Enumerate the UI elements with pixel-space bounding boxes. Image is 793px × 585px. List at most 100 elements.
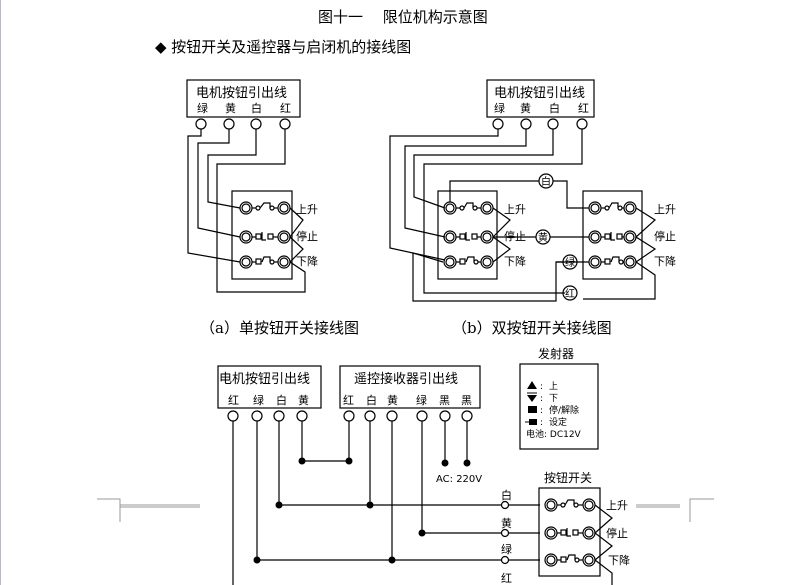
switch-box-b-right xyxy=(582,190,643,280)
switch-row xyxy=(443,201,494,215)
square-icon xyxy=(528,406,537,413)
wire-label: 红 xyxy=(578,102,589,115)
switch-label-up: 上升 xyxy=(654,203,676,216)
wire-label: 黄 xyxy=(520,101,531,115)
transmitter: 发射器 : 上 : 下 : 停/解除 : 设定 电池: DC12V xyxy=(519,346,599,450)
switch-row xyxy=(588,230,637,244)
caption-b: （b）双按钮开关接线图 xyxy=(452,319,612,337)
terminal xyxy=(547,118,559,130)
lead-box-a xyxy=(186,79,301,118)
junction-label: 红 xyxy=(565,287,575,300)
switch-label-down: 下降 xyxy=(296,254,318,268)
junction-label: 黄 xyxy=(538,231,548,244)
wire-label: 绿 xyxy=(197,101,208,115)
switch-box-b-left xyxy=(437,190,498,280)
wire-label: 红 xyxy=(280,102,291,115)
wire-label: 黄 xyxy=(387,393,398,407)
svg-text::: : xyxy=(540,382,543,392)
switch-row xyxy=(443,255,494,269)
switch-label-up: 上升 xyxy=(606,499,628,512)
wire-label: 红 xyxy=(228,394,239,407)
switch-label-down: 下降 xyxy=(504,254,526,268)
switch-box-title: 按钮开关 xyxy=(544,470,592,485)
terminal xyxy=(250,118,262,130)
down-triangle-icon xyxy=(527,395,537,402)
caption-a: （a）单按钮开关接线图 xyxy=(200,319,359,337)
svg-text::: : xyxy=(540,406,543,416)
page-edge xyxy=(0,0,1,585)
terminal xyxy=(520,118,532,130)
switch-row xyxy=(239,230,291,244)
switch-box-c xyxy=(538,487,601,577)
switch-label-down: 下降 xyxy=(654,254,676,268)
svg-text::: : xyxy=(540,418,543,428)
up-triangle-icon xyxy=(527,381,537,389)
switch-label-stop: 停止 xyxy=(654,229,676,243)
terminal xyxy=(195,118,207,130)
figure-title: 图十一 限位机构示意图 xyxy=(318,8,488,26)
dash-square-icon xyxy=(529,419,537,425)
switch-label-stop: 停止 xyxy=(296,229,318,243)
lead-box-b xyxy=(486,79,595,118)
terminal xyxy=(576,118,588,130)
junction-label: 白 xyxy=(541,175,551,188)
wire-label: 绿 xyxy=(416,393,427,407)
switch-row xyxy=(239,255,291,269)
junction-label: 绿 xyxy=(565,256,575,269)
switch-label-stop: 停止 xyxy=(504,229,526,243)
wire-label: 白 xyxy=(251,101,262,115)
receiver-lead-box xyxy=(339,365,481,409)
battery-label: 电池: DC12V xyxy=(526,428,582,440)
lead-box-a-title: 电机按钮引出线 xyxy=(196,86,287,101)
key-label: 设定 xyxy=(549,416,567,428)
wire-label: 白 xyxy=(366,393,377,407)
switch-row xyxy=(443,230,494,244)
motor-box-title: 电机按钮引出线 xyxy=(219,372,310,387)
terminal-label: 绿 xyxy=(501,542,512,556)
switch-row xyxy=(544,498,596,512)
crop-marks xyxy=(97,498,714,522)
junction-white xyxy=(538,173,554,189)
terminal-label: 黄 xyxy=(501,516,512,530)
switch-label-up: 上升 xyxy=(504,203,526,216)
junction-green xyxy=(562,254,578,270)
diagram-c: 电机按钮引出线 红 绿 白 黄 遥控接收器引出线 红 白 黄 绿 黑 黑 xyxy=(217,365,630,585)
switch-label-stop: 停止 xyxy=(606,526,628,540)
switch-row xyxy=(239,201,291,215)
diagram-a: 电机按钮引出线 绿 黄 白 红 上升 停止 下降 xyxy=(186,79,318,293)
receiver-box-title: 遥控接收器引出线 xyxy=(354,371,458,387)
svg-text::: : xyxy=(540,394,543,404)
junction-yellow xyxy=(535,229,551,245)
switch-label-up: 上升 xyxy=(296,203,318,216)
switch-row xyxy=(544,526,596,540)
switch-label-down: 下降 xyxy=(608,553,630,567)
terminal xyxy=(223,118,235,130)
terminal xyxy=(492,118,504,130)
motor-lead-box xyxy=(217,365,322,409)
wire-label: 黑 xyxy=(439,394,450,407)
section-heading: ◆ 按钮开关及遥控器与启闭机的接线图 xyxy=(155,38,412,56)
junction-red xyxy=(562,285,578,301)
terminal-label: 白 xyxy=(501,488,512,502)
key-label: 停/解除 xyxy=(549,404,579,416)
wire-label: 黄 xyxy=(298,393,309,407)
switch-row xyxy=(544,553,596,567)
switch-row xyxy=(588,201,637,215)
transmitter-box xyxy=(519,363,599,450)
wire-label: 绿 xyxy=(253,393,264,407)
power-label: AC: 220V xyxy=(436,474,482,485)
diagram-b: 电机按钮引出线 绿 黄 白 红 上升 停止 下降 xyxy=(389,79,676,302)
wire-label: 黄 xyxy=(225,101,236,115)
lead-box-b-title: 电机按钮引出线 xyxy=(494,86,585,101)
wire-label: 红 xyxy=(343,394,354,407)
key-label: 下 xyxy=(549,394,558,404)
switch-row xyxy=(588,255,637,269)
wire-label: 白 xyxy=(549,101,560,115)
transmitter-title: 发射器 xyxy=(538,346,574,361)
terminal xyxy=(279,118,291,130)
key-label: 上 xyxy=(549,381,558,392)
wire-label: 黑 xyxy=(461,394,472,407)
terminal-label: 红 xyxy=(501,572,512,585)
wire-label: 绿 xyxy=(494,101,505,115)
